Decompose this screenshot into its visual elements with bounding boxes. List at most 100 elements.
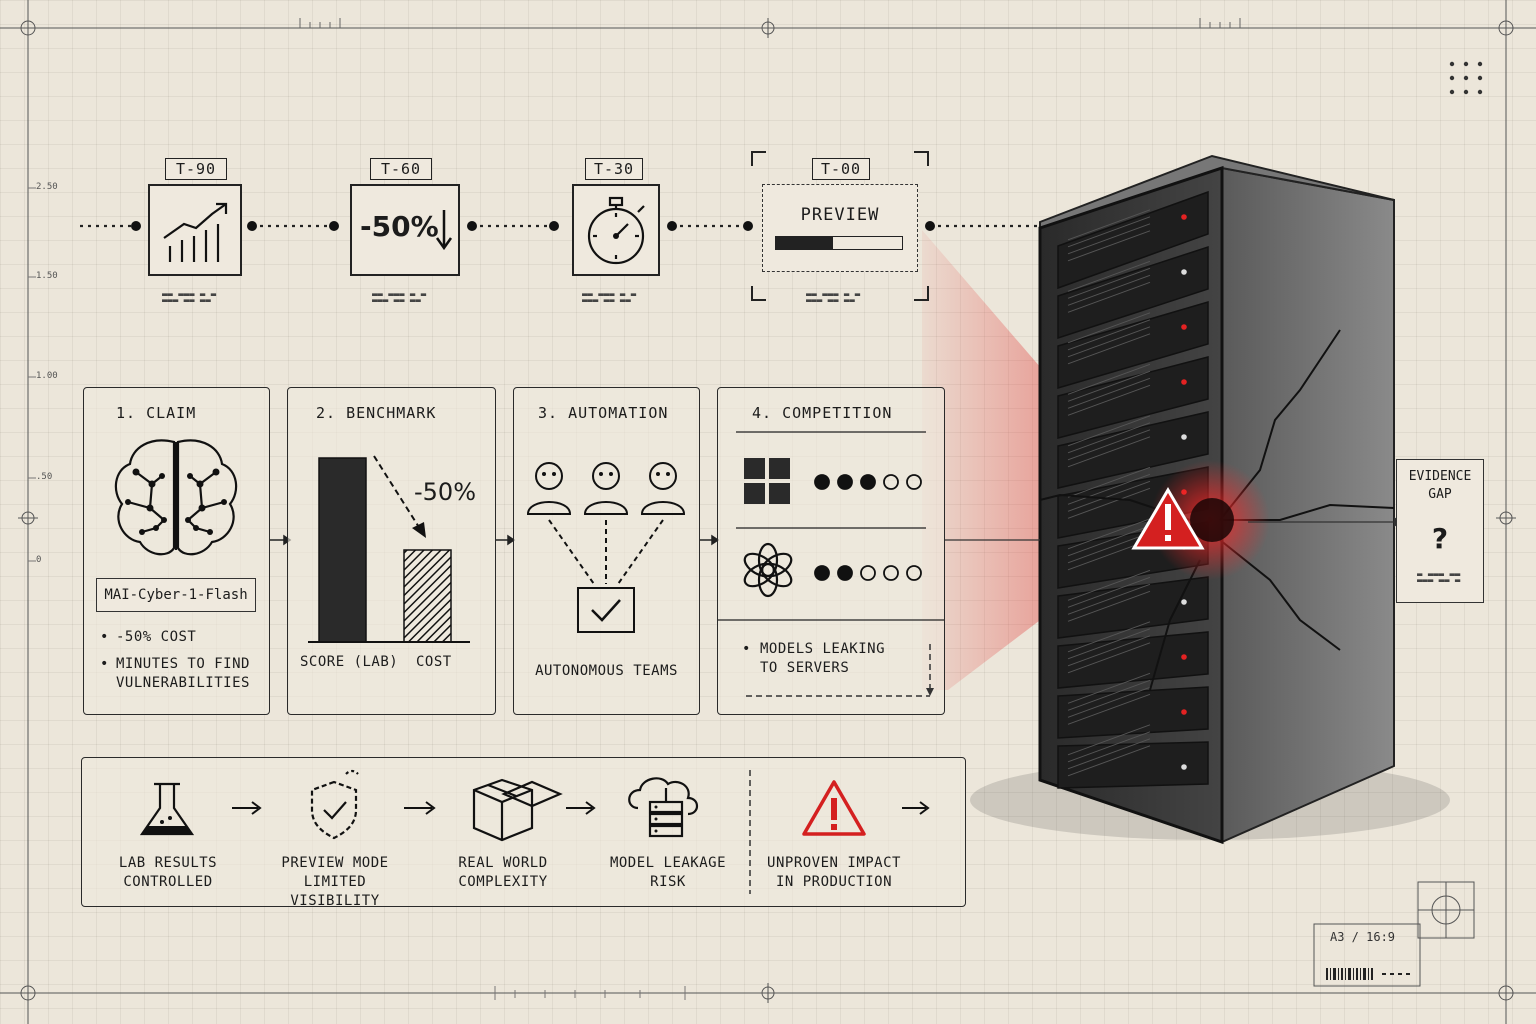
cost-drop-value: -50% [360, 210, 439, 243]
panel-automation-title: 3. AUTOMATION [538, 404, 669, 422]
scale-tick-1: 2.50 [36, 182, 58, 192]
down-arrow-icon [435, 210, 453, 251]
growth-chart-icon [163, 202, 228, 262]
panel-claim: 1. CLAIM MAI-Cyber-1-Flash • -50% COST •… [83, 387, 270, 715]
placeholder-note: ▬ ▬▬▬ ▬▬▬▬▬ ▬▬ ▬ [1417, 570, 1461, 586]
flow-caption-real-world: REAL WORLD COMPLEXITY [458, 855, 548, 890]
status-led [1181, 269, 1187, 275]
rating-dot-empty [906, 474, 922, 490]
evidence-gap-title: EVIDENCE GAP [1408, 469, 1472, 502]
model-name-chip: MAI-Cyber-1-Flash [96, 578, 256, 612]
scale-tick-3: 1.00 [36, 371, 58, 381]
panel-benchmark-title: 2. BENCHMARK [316, 404, 437, 422]
rating-dot-empty [860, 565, 876, 581]
status-led [1181, 764, 1187, 770]
question-mark-icon: ? [1431, 522, 1449, 555]
status-led [1181, 709, 1187, 715]
server-unit [1057, 411, 1209, 489]
stopwatch-icon [587, 196, 645, 265]
status-led [1181, 379, 1187, 385]
format-label: A3 / 16:9 [1330, 930, 1396, 944]
rating-dot-filled [837, 565, 853, 581]
benchmark-delta: -50% [414, 478, 477, 506]
rating-dot-filled [814, 565, 830, 581]
box-icon [472, 778, 563, 842]
shield-check-icon [310, 769, 359, 840]
scale-tick-5: 0 [36, 555, 42, 565]
checkbox-icon [577, 587, 635, 633]
rating-dot-empty [883, 474, 899, 490]
panel-claim-title: 1. CLAIM [116, 404, 197, 422]
server-unit [1057, 631, 1209, 689]
server-unit [1057, 576, 1209, 639]
placeholder-note: ▬▬ ▬▬▬ ▬ ▬▬▬▬ ▬▬ ▬▬ [372, 290, 427, 306]
bullet-dot: • [742, 641, 751, 657]
server-unit [1057, 300, 1209, 390]
scale-tick-2: 1.50 [36, 271, 58, 281]
server-unit [1057, 190, 1209, 290]
agent-icon [526, 462, 572, 515]
claim-bullet-minutes: MINUTES TO FIND VULNERABILITIES [116, 656, 250, 691]
placeholder-note: ▬▬ ▬▬▬ ▬ ▬▬▬▬ ▬▬ ▬▬ [806, 290, 861, 306]
preview-label: PREVIEW [800, 205, 880, 225]
timeline-step-t00: PREVIEW [762, 184, 918, 272]
status-led [1181, 434, 1187, 440]
panel-competition: 4. COMPETITION • MODELS LEAKING TO SERVE… [717, 387, 945, 715]
timeline-label-t60: T-60 [370, 158, 432, 180]
bar-label-cost: COST [416, 654, 452, 670]
rating-dot-empty [906, 565, 922, 581]
agent-icon [640, 462, 686, 515]
placeholder-note: ▬▬ ▬▬▬ ▬ ▬▬▬▬ ▬▬ ▬▬ [162, 290, 217, 306]
agent-icon [583, 462, 629, 515]
panel-benchmark: 2. BENCHMARK -50% SCORE (LAB) COST [287, 387, 496, 715]
status-led [1181, 214, 1187, 220]
bar-score-lab [318, 457, 367, 643]
flow-caption-leakage: MODEL LEAKAGE RISK [609, 855, 727, 890]
panel-automation: 3. AUTOMATION AUTONOMOUS TEAMS [513, 387, 700, 715]
status-led [1181, 654, 1187, 660]
preview-progress-fill [776, 237, 833, 249]
benchmark-bar-chart [308, 455, 470, 643]
competition-graphics [718, 431, 944, 697]
rack-warning-icon [1131, 487, 1205, 550]
agents-to-checkbox-icon [526, 462, 686, 633]
timeline-label-t90: T-90 [165, 158, 227, 180]
preview-progress-bar [775, 236, 903, 250]
server-unit [1057, 356, 1209, 439]
cloud-server-icon [628, 777, 699, 838]
bullet-dot: • [100, 629, 109, 645]
timeline-label-t30: T-30 [585, 158, 643, 180]
risk-flow-panel: LAB RESULTS CONTROLLED PREVIEW MODE LIMI… [81, 757, 966, 909]
windows-logo-icon [744, 458, 790, 504]
dot-grid-icon [1449, 61, 1483, 95]
warning-icon [802, 780, 866, 836]
server-unit [1057, 741, 1209, 789]
competition-note: MODELS LEAKING TO SERVERS [760, 641, 886, 676]
timeline-step-t60: -50% [350, 184, 460, 276]
server-unit [1057, 245, 1209, 340]
timeline-label-t00: T-00 [812, 158, 870, 180]
automation-caption: AUTONOMOUS TEAMS [535, 663, 678, 679]
flow-caption-lab: LAB RESULTS CONTROLLED [118, 855, 218, 890]
bar-cost [403, 549, 452, 643]
rating-dot-filled [837, 474, 853, 490]
rating-dot-filled [860, 474, 876, 490]
flow-caption-unproven: UNPROVEN IMPACT IN PRODUCTION [767, 855, 901, 890]
evidence-gap-card: EVIDENCE GAP ? ▬ ▬▬▬ ▬▬▬▬▬ ▬▬ ▬ [1396, 459, 1484, 603]
rating-dot-filled [814, 474, 830, 490]
barcode-icon [1326, 968, 1410, 980]
brain-network-icon [114, 439, 238, 556]
status-led [1181, 599, 1187, 605]
bullet-dot: • [100, 656, 109, 672]
status-led [1181, 324, 1187, 330]
placeholder-note: ▬▬ ▬▬▬ ▬ ▬▬▬▬ ▬▬ ▬▬ [582, 290, 637, 306]
rating-dots-openai [814, 565, 922, 581]
timeline-step-t30 [572, 184, 660, 276]
risk-flow-graphics [139, 769, 930, 894]
panel-competition-title: 4. COMPETITION [752, 404, 893, 422]
flow-caption-preview: PREVIEW MODE LIMITED VISIBILITY [281, 855, 389, 909]
rating-dot-empty [883, 565, 899, 581]
